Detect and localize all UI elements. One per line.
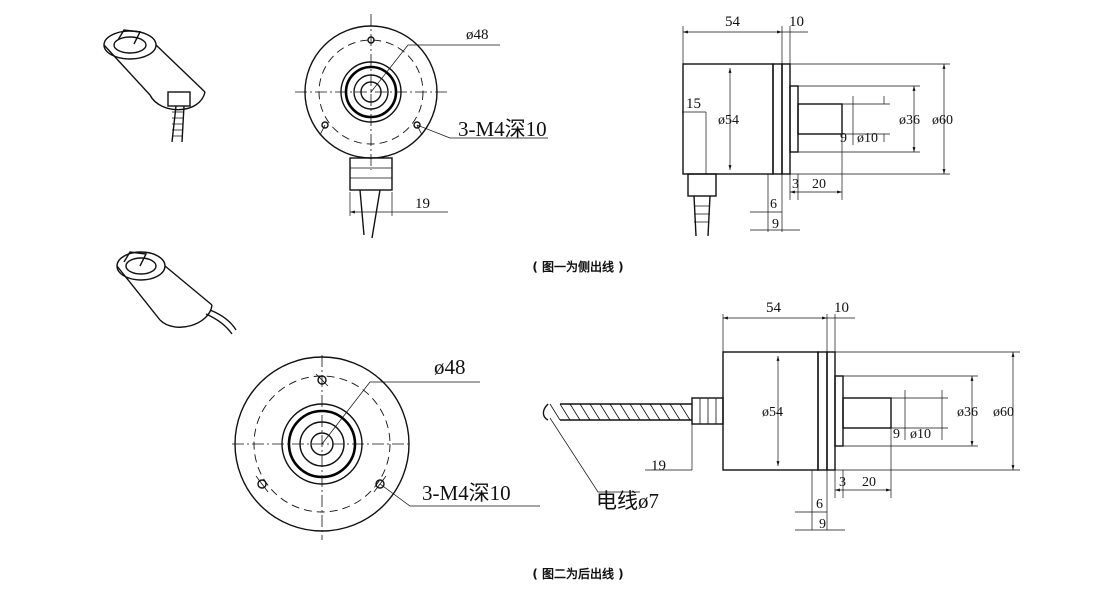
- f1-side-dia-outer: ø60: [932, 113, 953, 128]
- figure2-caption: ( 图二为后出线 ): [532, 566, 623, 581]
- f1-side-d9: 9: [772, 217, 779, 232]
- figure1-caption: ( 图一为侧出线 ): [532, 259, 623, 274]
- encoder-3d-sketch-side-exit: [103, 29, 206, 143]
- f2-side-shaft-len: 9: [893, 427, 900, 442]
- f2-side-dia-outer: ø60: [993, 405, 1014, 420]
- f2-side-d6: 6: [816, 497, 823, 512]
- f2-side-len-flange: 10: [834, 300, 849, 316]
- f1-side-dia-pilot: ø36: [899, 113, 920, 128]
- f2-side-len-body: 54: [766, 300, 782, 316]
- f2-side-shaft-dia: ø10: [910, 427, 931, 442]
- f2-side-cable-label: 电线ø7: [596, 489, 659, 513]
- f2-side-cable-offset: 19: [651, 458, 666, 474]
- f2-side-dia-pilot: ø36: [957, 405, 978, 420]
- front-view-1: [295, 14, 548, 239]
- f2-side-dia-body: ø54: [762, 405, 783, 420]
- f1-side-len-body: 54: [725, 14, 741, 30]
- f1-front-dia-label: ø48: [466, 27, 489, 43]
- f1-side-pilot-len: 3: [792, 177, 799, 192]
- front-view-2: [232, 355, 540, 540]
- f2-front-mount-label: 3-M4深10: [422, 481, 511, 505]
- f1-side-d6: 6: [770, 197, 777, 212]
- f2-front-dia-label: ø48: [434, 355, 466, 379]
- f1-front-mount-label: 3-M4深10: [458, 117, 547, 141]
- f1-side-dia-body: ø54: [718, 113, 739, 128]
- f1-side-len-flange: 10: [789, 14, 804, 30]
- f1-side-shaft-total: 20: [812, 177, 826, 192]
- f1-side-cable: 15: [686, 96, 701, 112]
- f1-side-shaft-len: 9: [840, 131, 847, 146]
- f1-side-shaft-dia: ø10: [857, 131, 878, 146]
- f2-side-pilot-len: 3: [839, 475, 846, 490]
- f1-front-offset-label: 19: [415, 196, 430, 212]
- encoder-3d-sketch-rear-exit: [116, 251, 237, 335]
- f2-side-d9: 9: [819, 517, 826, 532]
- side-view-2: [542, 314, 1020, 531]
- f2-side-shaft-total: 20: [862, 475, 876, 490]
- side-view-1: [682, 26, 950, 237]
